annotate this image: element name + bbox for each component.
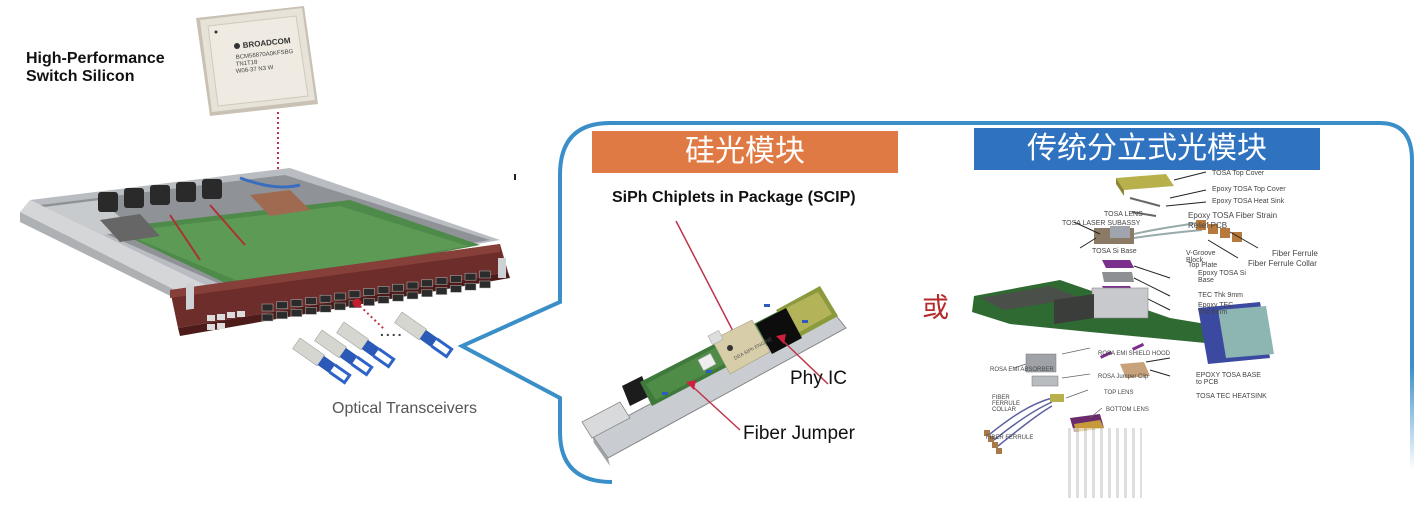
callout-border-right <box>1379 121 1414 470</box>
qsfp-port <box>450 275 462 283</box>
label-fiber-ferrule-left: FIBER FERRULE <box>986 435 1034 441</box>
qsfp-port <box>406 281 419 290</box>
qsfp-port <box>348 290 361 299</box>
label-fiber-ferrule: Fiber Ferrule <box>1272 249 1318 258</box>
port-pointer-line <box>359 305 386 331</box>
image-artifact-bars <box>1068 428 1142 498</box>
phy-ic-pointer-line <box>781 339 829 385</box>
qsfp-port <box>363 288 375 296</box>
scip-subtitle: SiPh Chiplets in Package (SCIP) <box>612 189 856 206</box>
qsfp-port <box>479 270 491 279</box>
qsfp-port <box>319 294 332 303</box>
or-label: 或 <box>922 293 949 324</box>
broadcom-chip: BROADCOM BCM56870A0KFSBG TN1T18 W06-37 N… <box>196 6 318 116</box>
qsfp-port <box>392 283 404 292</box>
label-tosa-si-base: TOSA Si Base <box>1092 248 1137 255</box>
transceiver-module <box>314 329 374 377</box>
switch-silicon-label: High-Performance Switch Silicon <box>26 50 165 86</box>
qsfp-port <box>334 292 346 301</box>
label-tosa-laser-subassy: TOSA LASER SUBASSY <box>1062 220 1141 227</box>
qsfp-port <box>305 307 317 315</box>
qsfp-port <box>261 303 274 312</box>
traditional-module-header: 传统分立式光模块 <box>974 128 1320 170</box>
qsfp-port <box>305 297 317 305</box>
qsfp-port <box>377 286 390 294</box>
transceiver-module <box>292 337 352 385</box>
qsfp-port <box>464 282 477 291</box>
switch-illustration: BROADCOM BCM56870A0KFSBG TN1T18 W06-37 N… <box>20 6 516 385</box>
phy-ic-chip <box>756 308 802 354</box>
qsfp-port <box>363 298 375 306</box>
qsfp-port <box>290 309 303 317</box>
qsfp-port <box>421 289 433 298</box>
qsfp-port <box>464 272 477 281</box>
label-epoxy-tosa-si-base: Epoxy TOSA Si Base <box>1198 270 1246 284</box>
port-pointer-dot <box>352 298 362 308</box>
label-bottom-lens: BOTTOM LENS <box>1106 407 1149 413</box>
qsfp-port <box>334 302 346 311</box>
label-epoxy-tosa-heat-sink: Epoxy TOSA Heat Sink <box>1212 198 1285 205</box>
label-v-groove-block: V-Groove Block <box>1186 250 1216 264</box>
phy-ic-label: Phy IC <box>790 368 848 389</box>
label-top-plate: Top Plate <box>1188 262 1218 269</box>
label-tec-thk: TEC Thk 9mm <box>1198 292 1243 299</box>
label-relief-pcb: Relief PCB <box>1188 221 1228 230</box>
fiber-jumper-label: Fiber Jumper <box>743 423 855 444</box>
qsfp-port <box>479 280 491 289</box>
label-tosa-lens: TOSA LENS <box>1104 211 1143 218</box>
label-rosa-jumper-clip: ROSA Jumper Clip <box>1098 374 1149 380</box>
siph-engine-chip <box>711 319 771 375</box>
switch-silicon-label-line1: High-Performance <box>26 50 165 67</box>
label-fiber-ferrule-collar: Fiber Ferrule Collar <box>1248 259 1317 268</box>
chip-marking-3: W06-37 N3 W <box>236 65 274 75</box>
label-epoxy-tec-thk: Epoxy TEC Thk 9mm <box>1198 302 1234 316</box>
callout-border <box>457 121 1380 484</box>
chip-marking-2: TN1T18 <box>236 60 259 68</box>
qsfp-port <box>377 296 390 304</box>
siph-module-header: 硅光模块 <box>592 131 898 173</box>
transceiver-ellipsis: .... <box>380 323 404 339</box>
qsfp-port <box>435 277 448 285</box>
qsfp-port <box>435 287 448 295</box>
label-rosa-emi-shield-hood: ROSA EMI SHIELD HOOD <box>1098 351 1171 357</box>
transceiver-module <box>336 321 396 369</box>
qsfp-port <box>421 279 433 288</box>
tosa-top-cover <box>1116 174 1174 190</box>
label-tosa-tec-heatsink: TOSA TEC HEATSINK <box>1196 393 1267 400</box>
label-epoxy-tosa-base-to-pcb: EPOXY TOSA BASE to PCB <box>1196 372 1261 386</box>
qsfp-port <box>276 311 288 320</box>
qsfp-port <box>450 285 462 293</box>
qsfp-port <box>319 304 332 313</box>
fiber-jumper-pointer-line <box>691 385 741 431</box>
label-rosa-emi-absorber: ROSA EMI ABSORBER <box>990 367 1054 373</box>
traditional-module-illustration <box>972 171 1274 454</box>
label-epoxy-tosa-top-cover: Epoxy TOSA Top Cover <box>1212 186 1286 193</box>
qsfp-port <box>392 293 404 302</box>
transceiver-module-highlighted <box>394 311 454 359</box>
label-fiber-ferrule-collar-left: FIBER FERRULE COLLAR <box>992 395 1021 413</box>
qsfp-port <box>276 301 288 310</box>
label-top-lens: TOP LENS <box>1104 390 1134 396</box>
switch-silicon-label-line2: Switch Silicon <box>26 68 135 85</box>
scip-pointer-line <box>675 220 736 336</box>
qsfp-port <box>290 299 303 307</box>
label-epoxy-tosa-fiber-strain: Epoxy TOSA Fiber Strain <box>1188 211 1278 220</box>
switch-chassis <box>20 168 510 336</box>
label-tosa-top-cover: TOSA Top Cover <box>1212 170 1265 177</box>
optical-transceivers-label: Optical Transceivers <box>332 400 477 417</box>
optical-transceivers: .... <box>292 311 454 385</box>
siph-module-illustration: DEA SiPh ENGINE <box>581 220 847 466</box>
qsfp-port <box>261 313 274 322</box>
qsfp-port <box>406 291 419 300</box>
